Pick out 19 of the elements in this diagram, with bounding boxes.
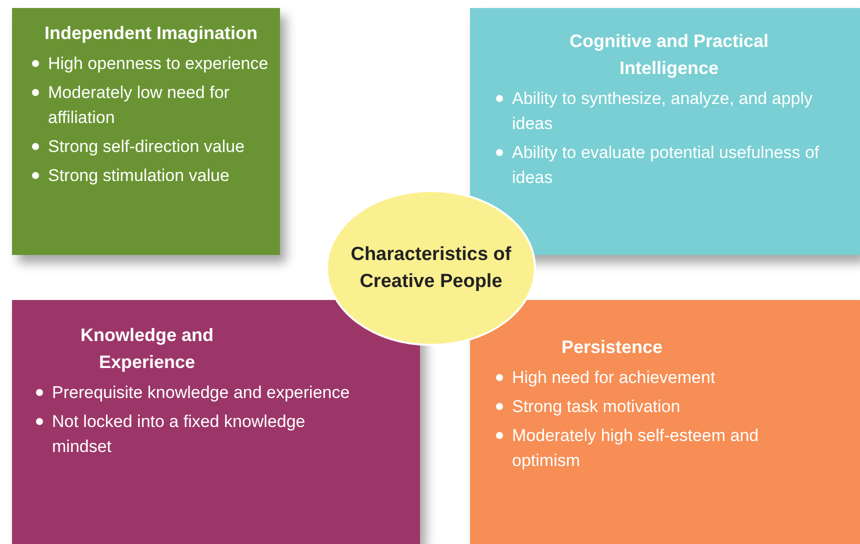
center-title: Characteristics of Creative People: [350, 243, 512, 294]
bullet-item: Ability to synthesize, analyze, and apply ideas: [512, 88, 814, 135]
category-card: [12, 300, 420, 544]
category-card: [470, 300, 860, 544]
bullet-item: Moderately low need for affiliation: [48, 82, 230, 129]
category-card: [12, 8, 280, 255]
card-heading: Persistence: [560, 336, 664, 359]
bullet-item: Strong task motivation: [512, 396, 682, 418]
card-heading: Knowledge and Experience: [79, 324, 214, 374]
bullet-item: Not locked into a fixed knowledge mindset: [52, 411, 306, 458]
bullet-item: Strong stimulation value: [48, 165, 230, 187]
bullet-item: Prerequisite knowledge and experience: [52, 382, 351, 404]
bullet-item: Ability to evaluate potential usefulness of ideas: [512, 142, 820, 189]
card-heading: Cognitive and Practical Intelligence: [568, 30, 770, 80]
bullet-item: High need for achievement: [512, 367, 716, 389]
bullet-item: Moderately high self-esteem and optimism: [512, 425, 760, 472]
bullet-item: High openness to experience: [48, 53, 270, 75]
bullet-item: Strong self-direction value: [48, 136, 246, 158]
card-heading: Independent Imagination: [43, 22, 258, 45]
